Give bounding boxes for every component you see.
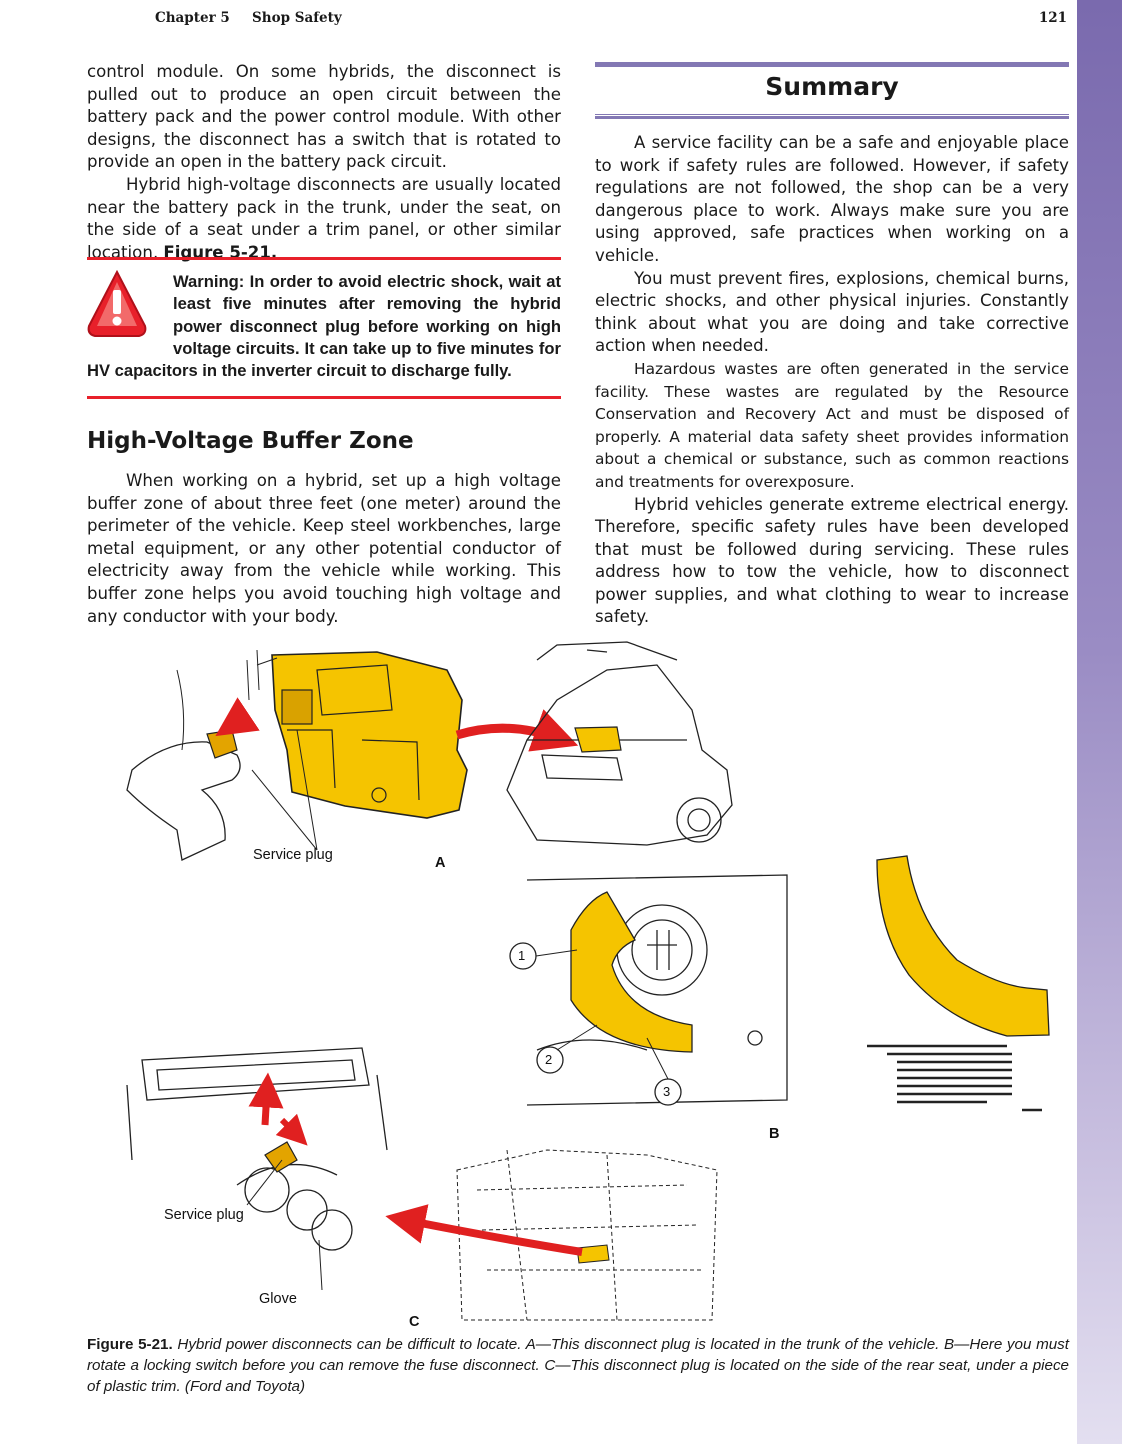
label-service-plug-c: Service plug bbox=[164, 1207, 244, 1223]
label-glove: Glove bbox=[259, 1291, 297, 1307]
paragraph: control module. On some hybrids, the dis… bbox=[87, 62, 561, 172]
section-heading: High-Voltage Buffer Zone bbox=[87, 428, 414, 454]
warning-text: Warning: In order to avoid electric shoc… bbox=[87, 272, 561, 381]
panel-letter-a: A bbox=[435, 855, 446, 871]
panel-b-fine-print bbox=[867, 1044, 1042, 1112]
callout-number-3: 3 bbox=[663, 1084, 671, 1099]
paragraph: Hazardous wastes are often generated in … bbox=[595, 359, 1069, 491]
callout-number-1: 1 bbox=[518, 948, 526, 963]
heading-rule bbox=[595, 62, 1069, 67]
left-column-lower: When working on a hybrid, set up a high … bbox=[87, 470, 561, 628]
panel-a-hand bbox=[126, 669, 260, 861]
section-label: Shop Safety bbox=[252, 10, 342, 26]
page-edge-tab bbox=[1077, 0, 1122, 1444]
warning-text-wrap: Warning: In order to avoid electric shoc… bbox=[87, 271, 561, 382]
panel-a-battery-unit bbox=[246, 649, 468, 819]
page-number: 121 bbox=[1038, 10, 1067, 26]
paragraph: You must prevent fires, explosions, chem… bbox=[595, 268, 1069, 356]
right-column: A service facility can be a safe and enj… bbox=[595, 132, 1069, 629]
panel-b-callouts bbox=[509, 942, 682, 1106]
panel-c-seat bbox=[126, 1047, 388, 1251]
red-arrow bbox=[385, 1204, 583, 1256]
summary-title: Summary bbox=[765, 72, 899, 101]
figure-caption: Figure 5-21. Hybrid power disconnects ca… bbox=[87, 1334, 1069, 1398]
figure-illustration bbox=[126, 641, 1050, 1321]
panel-letter-b: B bbox=[769, 1126, 780, 1142]
panel-b-warning-label bbox=[876, 855, 1050, 1037]
left-column: control module. On some hybrids, the dis… bbox=[87, 61, 561, 264]
panel-c-interior bbox=[456, 1149, 718, 1321]
heading-rule bbox=[595, 114, 1069, 119]
callout-line bbox=[251, 729, 318, 851]
paragraph: A service facility can be a safe and enj… bbox=[595, 133, 1069, 265]
label-service-plug-a: Service plug bbox=[253, 847, 333, 863]
figure-5-21: Service plug A 1 2 3 B Service plug Glov… bbox=[87, 630, 1069, 1330]
figure-number: Figure 5-21. bbox=[87, 1336, 173, 1353]
paragraph: Hybrid vehicles generate extreme electri… bbox=[595, 494, 1069, 627]
callout-line bbox=[246, 1159, 323, 1291]
paragraph-text: Hybrid high-voltage disconnects are usua… bbox=[87, 174, 561, 262]
callout-line bbox=[535, 949, 669, 1080]
running-header: Chapter 5 Shop Safety 121 bbox=[155, 10, 1067, 30]
panel-a-car-plug bbox=[574, 726, 622, 753]
figure-caption-text: Hybrid power disconnects can be difficul… bbox=[87, 1336, 1069, 1396]
red-arrow bbox=[455, 709, 579, 752]
red-arrow bbox=[275, 1113, 308, 1146]
callout-number-2: 2 bbox=[545, 1052, 553, 1067]
paragraph: Hybrid high-voltage disconnects are usua… bbox=[87, 174, 561, 264]
chapter-label: Chapter 5 bbox=[155, 10, 230, 26]
warning-icon bbox=[87, 270, 147, 337]
summary-heading-box: Summary bbox=[595, 62, 1069, 120]
panel-letter-c: C bbox=[409, 1314, 420, 1330]
panel-c-interior-plug bbox=[576, 1244, 610, 1264]
paragraph: When working on a hybrid, set up a high … bbox=[87, 471, 561, 626]
panel-b-locking-switch bbox=[570, 891, 693, 1053]
panel-c-plug bbox=[264, 1141, 298, 1173]
panel-b-assembly bbox=[526, 874, 788, 1106]
warning-box: Warning: In order to avoid electric shoc… bbox=[87, 257, 561, 399]
red-arrow bbox=[248, 1072, 284, 1126]
